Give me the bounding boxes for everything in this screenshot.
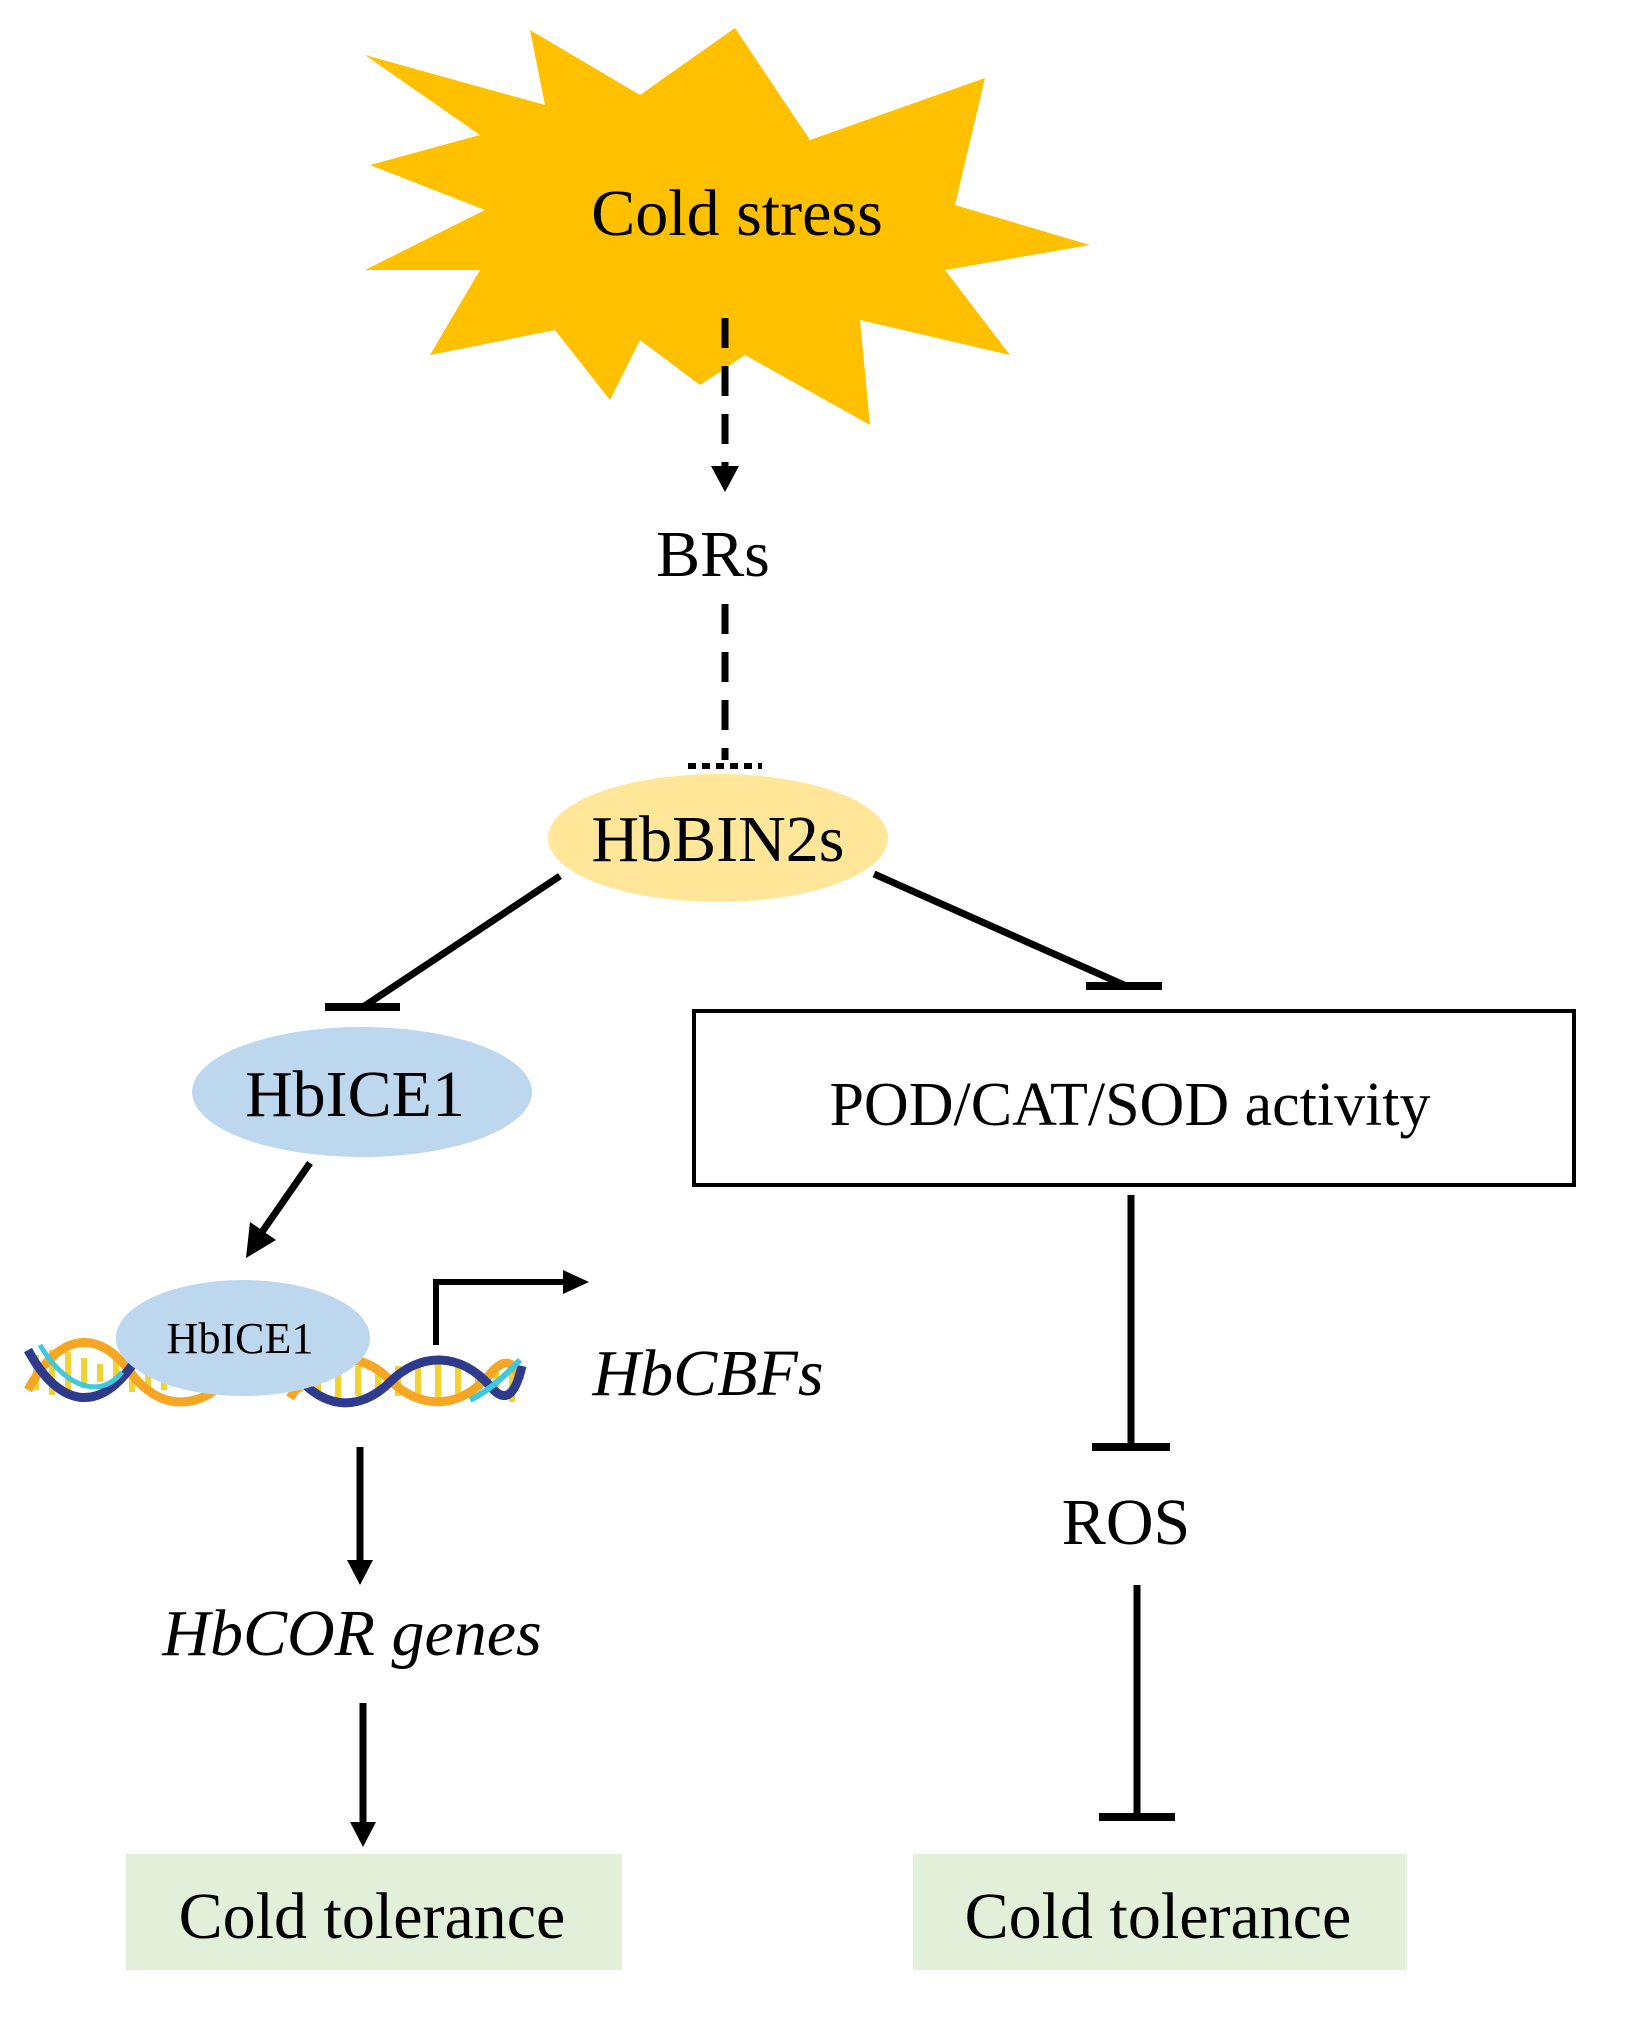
cold-tolerance-left-label: Cold tolerance <box>179 1880 566 1953</box>
hbbin2s-label: HbBIN2s <box>591 803 844 876</box>
brs-label: BRs <box>656 518 770 591</box>
hbice1-dna-node: HbICE1 <box>116 1280 370 1396</box>
hbice1-ellipse <box>192 1027 532 1157</box>
edge-hbbin2s-to-hbice1 <box>361 873 562 1010</box>
cold-tolerance-right-label: Cold tolerance <box>965 1880 1352 1953</box>
ros-label: ROS <box>1062 1486 1190 1559</box>
arrowhead-dna-complex <box>246 1222 276 1258</box>
starburst-shape <box>365 28 1090 425</box>
hbice1-node: HbICE1 <box>192 1027 532 1157</box>
arrowhead-hbcbfs <box>563 1270 589 1294</box>
arrowhead-hbcor <box>347 1560 373 1585</box>
hbcor-genes-label: HbCOR genes <box>161 1597 541 1670</box>
arrowhead-tolerance-left <box>350 1822 376 1847</box>
cold-tolerance-left-box <box>126 1854 622 1970</box>
enzyme-activity-box <box>692 1009 1576 1187</box>
hbbin2s-ellipse <box>548 774 888 902</box>
cold-tolerance-right-node: Cold tolerance <box>913 1854 1407 1970</box>
cold-stress-label: Cold stress <box>591 177 883 250</box>
hbcbfs-label: HbCBFs <box>592 1337 824 1410</box>
hbice1-dna-ellipse <box>116 1280 370 1396</box>
edge-hbbin2s-to-enzyme <box>872 870 1126 989</box>
edge-promoter-to-hbcbfs <box>433 1279 565 1345</box>
cold-tolerance-left-node: Cold tolerance <box>126 1854 622 1970</box>
hbice1-dna-label: HbICE1 <box>167 1314 314 1363</box>
hbbin2s-node: HbBIN2s <box>548 774 888 902</box>
enzyme-activity-label: POD/CAT/SOD activity <box>829 1071 1430 1139</box>
cold-tolerance-right-box <box>913 1854 1407 1970</box>
cold-stress-node: Cold stress <box>365 28 1090 425</box>
enzyme-activity-node: POD/CAT/SOD activity <box>692 1009 1576 1187</box>
arrowhead-brs <box>711 466 739 492</box>
edge-hbice1-to-dna <box>259 1161 313 1234</box>
hbice1-label: HbICE1 <box>245 1058 465 1131</box>
